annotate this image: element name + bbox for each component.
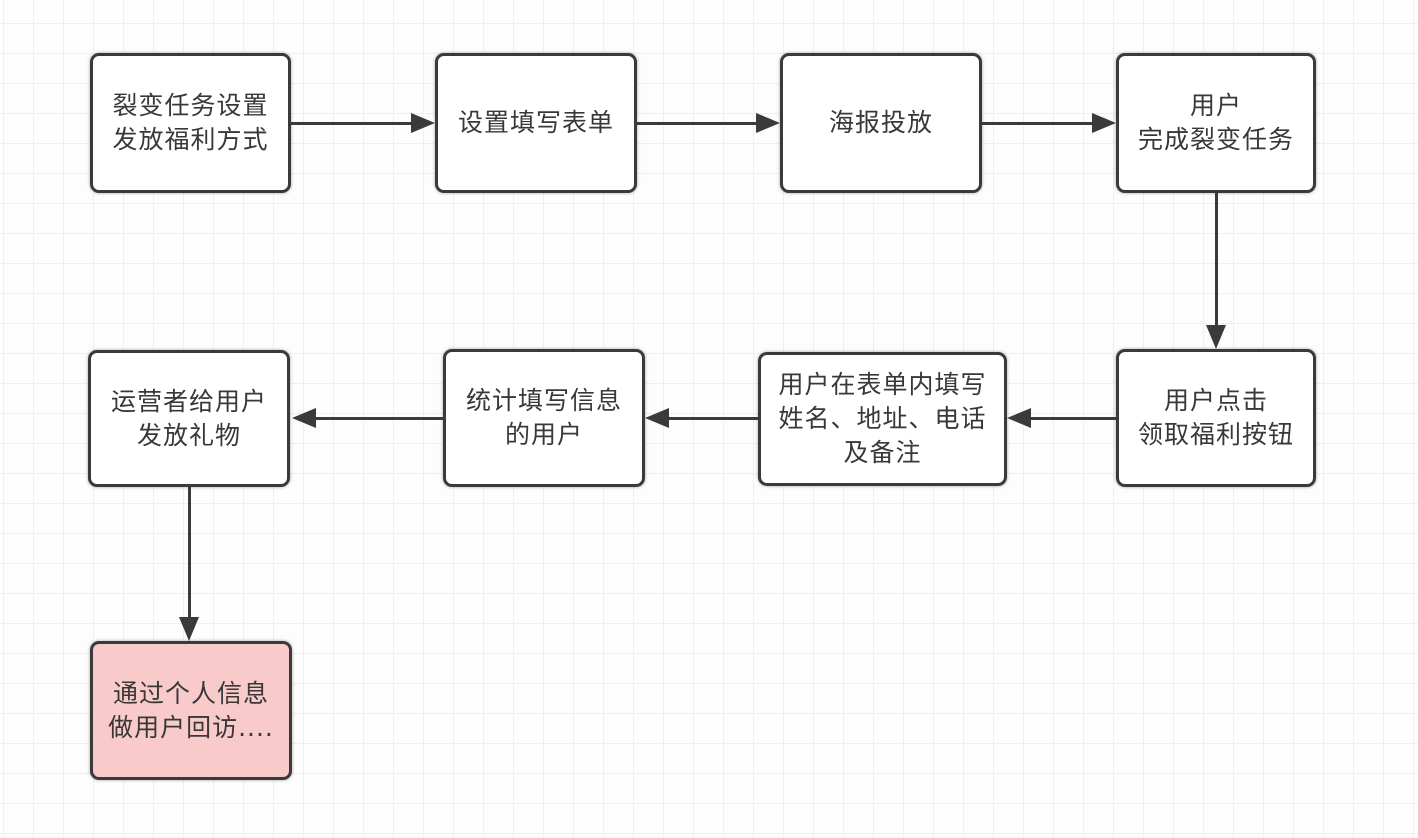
node-operator-sends-gifts[interactable]: 运营者给用户 发放礼物: [88, 350, 290, 487]
node-label: 海报投放: [828, 108, 933, 137]
node-count-form-users[interactable]: 统计填写信息 的用户: [443, 349, 645, 487]
node-poster-distribution[interactable]: 海报投放: [780, 53, 982, 193]
node-label: 用户 完成裂变任务: [1137, 91, 1294, 154]
arrow-head-right-icon: [1092, 113, 1116, 133]
connector-count-to-gifts[interactable]: [292, 408, 443, 428]
arrow-line: [668, 416, 758, 420]
connector-gifts-to-followup[interactable]: [179, 487, 199, 641]
arrow-line: [1030, 416, 1116, 420]
arrow-line: [1214, 193, 1218, 326]
connector-claim-to-fillform[interactable]: [1007, 408, 1116, 428]
node-user-completes-task[interactable]: 用户 完成裂变任务: [1116, 53, 1316, 193]
node-label: 运营者给用户 发放礼物: [110, 386, 267, 450]
node-user-followup[interactable]: 通过个人信息 做用户回访....: [90, 641, 292, 780]
arrow-head-down-icon: [1206, 325, 1226, 349]
node-fission-task-benefit-setup[interactable]: 裂变任务设置 发放福利方式: [90, 53, 291, 193]
arrow-head-down-icon: [179, 617, 199, 641]
node-label: 设置填写表单: [457, 108, 614, 137]
connector-poster-to-user[interactable]: [982, 113, 1116, 133]
node-setup-form[interactable]: 设置填写表单: [435, 53, 637, 193]
arrow-line: [982, 121, 1093, 125]
arrow-head-left-icon: [645, 408, 669, 428]
node-label: 统计填写信息 的用户: [465, 386, 622, 449]
connector-setup-to-form[interactable]: [291, 113, 435, 133]
arrow-line: [637, 121, 757, 125]
connector-fillform-to-count[interactable]: [645, 408, 758, 428]
arrow-head-right-icon: [756, 113, 780, 133]
node-label: 用户在表单内填写 姓名、地址、电话 及备注: [778, 370, 987, 467]
arrow-head-left-icon: [292, 408, 316, 428]
node-label: 裂变任务设置 发放福利方式: [112, 91, 269, 154]
arrow-line: [187, 487, 191, 618]
node-user-fills-form[interactable]: 用户在表单内填写 姓名、地址、电话 及备注: [758, 352, 1007, 486]
node-label: 用户点击 领取福利按钮: [1137, 386, 1294, 449]
connector-task-to-claim[interactable]: [1206, 193, 1226, 349]
connector-form-to-poster[interactable]: [637, 113, 780, 133]
node-user-clicks-claim-button[interactable]: 用户点击 领取福利按钮: [1116, 349, 1316, 487]
arrow-head-left-icon: [1007, 408, 1031, 428]
arrow-head-right-icon: [411, 113, 435, 133]
node-label: 通过个人信息 做用户回访....: [108, 678, 274, 742]
arrow-line: [291, 121, 412, 125]
arrow-line: [315, 416, 443, 420]
